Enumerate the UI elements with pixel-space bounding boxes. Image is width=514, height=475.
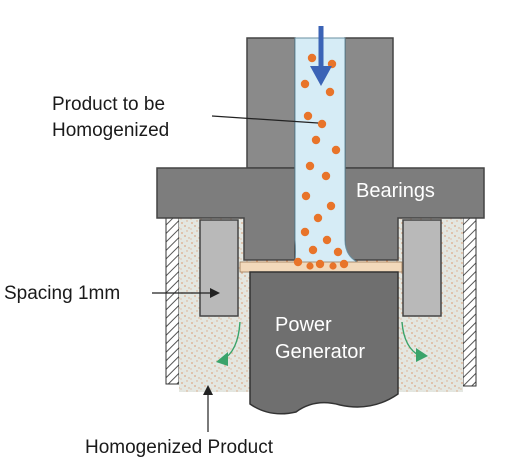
leader-output-head <box>203 385 213 395</box>
particles <box>293 53 349 270</box>
left-stator <box>199 219 239 317</box>
left-tube-wall <box>246 37 296 169</box>
label-homogenized-product: Homogenized Product <box>85 437 273 458</box>
label-spacing: Spacing 1mm <box>4 283 121 304</box>
left-housing-wall <box>165 215 180 385</box>
right-stator <box>402 219 442 317</box>
label-power-line2: Generator <box>275 341 366 363</box>
label-bearings: Bearings <box>356 180 435 202</box>
label-product-in-line1: Product to be <box>52 94 166 115</box>
label-power-line1: Power <box>275 314 332 336</box>
leader-product-in <box>211 115 319 124</box>
right-housing-wall <box>462 215 477 387</box>
leader-spacing-head <box>210 288 220 298</box>
rotor <box>249 271 399 415</box>
label-product-in-line2: Homogenized <box>52 120 170 141</box>
outflow-arrowhead-right <box>416 348 428 362</box>
inflow-arrow <box>310 26 332 86</box>
outflow-arrowhead-left <box>216 352 228 366</box>
right-tube-wall <box>344 37 394 169</box>
